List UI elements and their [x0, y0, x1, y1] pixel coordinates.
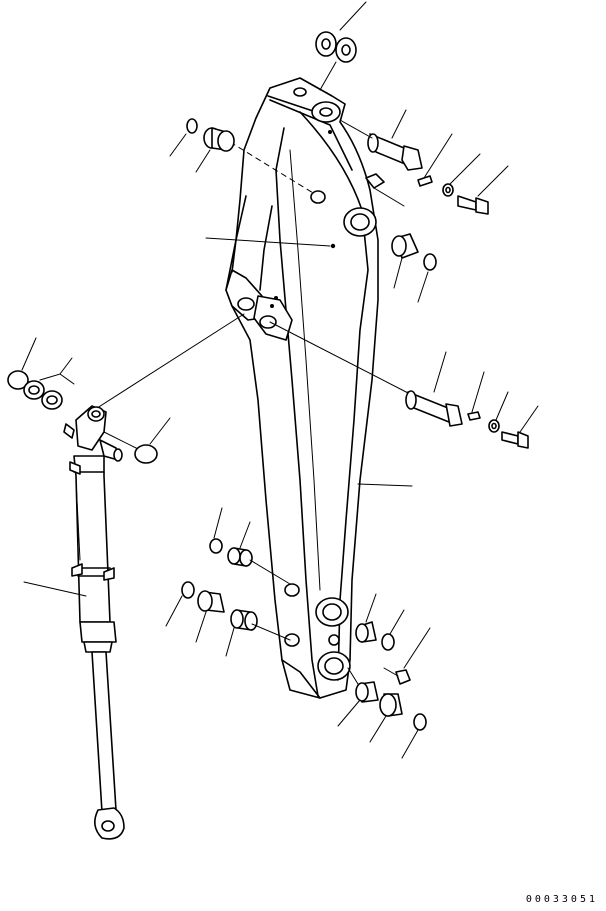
middle-washer: [488, 419, 500, 433]
hydraulic-cylinder: [23, 313, 245, 840]
cylinder-shims: [7, 337, 171, 464]
top-washer: [442, 183, 454, 197]
main-pin-bushing: [391, 233, 437, 303]
top-grease-fitting: [365, 173, 405, 207]
arm-body: [225, 77, 379, 699]
middle-cotter: [467, 411, 481, 421]
lower-left-parts: [165, 507, 291, 657]
top-cotter: [417, 175, 433, 187]
middle-pin-group: [269, 321, 539, 449]
top-shim-pair: [315, 31, 357, 63]
drawing-number: 00033051: [525, 894, 598, 905]
top-pin: [367, 133, 423, 171]
top-bolt: [457, 195, 489, 215]
middle-bolt: [501, 431, 529, 449]
top-bushing: [203, 127, 235, 152]
lower-right-parts: [337, 593, 431, 759]
middle-pin: [405, 390, 463, 427]
top-pin-group: [169, 1, 509, 215]
